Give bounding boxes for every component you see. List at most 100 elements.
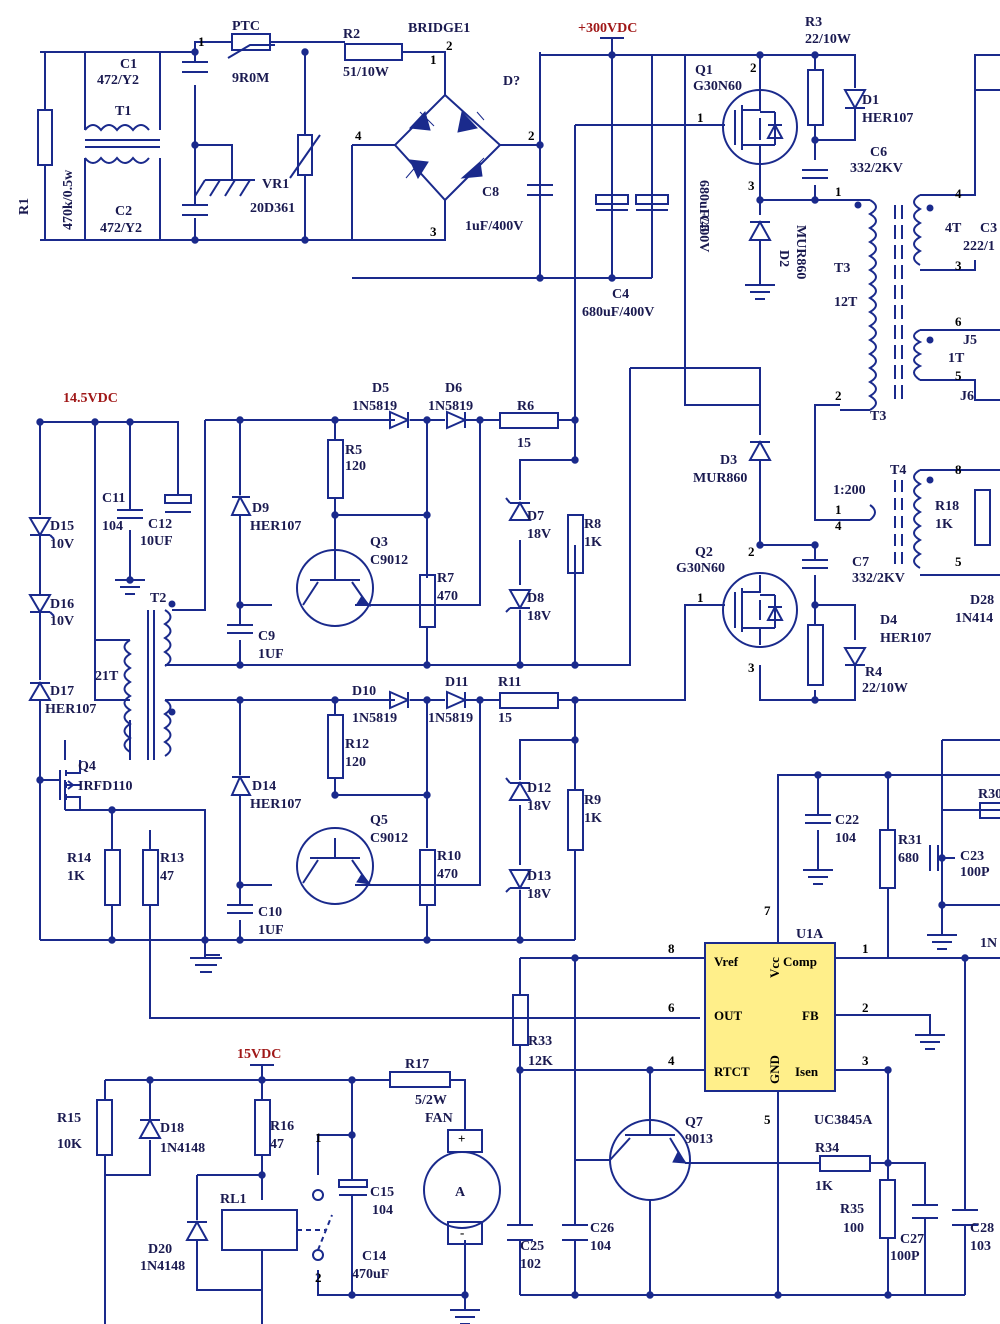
diode-d11 [446, 690, 468, 710]
label-d4: D4 [880, 613, 897, 628]
value-c11: 104 [102, 519, 123, 534]
value-r13: 47 [160, 869, 174, 884]
junctions [36, 48, 969, 1299]
label-c1: C1 [120, 57, 137, 72]
label-j5: J5 [963, 333, 977, 348]
value-c12: 10UF [140, 534, 173, 549]
zener-d12 [505, 777, 532, 801]
value-d9: HER107 [250, 519, 301, 534]
resistor-r6 [499, 412, 559, 429]
resistor-r16 [254, 1099, 271, 1156]
pin-num: 1 [835, 502, 842, 517]
resistor-r31 [879, 829, 896, 889]
label-d18: D18 [160, 1121, 184, 1136]
diode-d17 [28, 681, 52, 701]
pin-num: 3 [748, 660, 755, 675]
pin-num: 4 [835, 518, 842, 533]
pin-isen: Isen [795, 1064, 819, 1079]
pin-num: 2 [528, 128, 535, 143]
pin-num: 1 [198, 34, 205, 49]
value-r1: 470k/0.5w [61, 169, 76, 230]
transistor-q7 [575, 1119, 691, 1201]
turns-t2: 21T [95, 669, 119, 684]
capacitor-c4 [595, 194, 629, 211]
value-c7: 332/2KV [852, 571, 905, 586]
resistor-r4 [807, 624, 824, 686]
label-d20: D20 [148, 1242, 172, 1257]
resistor-r13 [142, 849, 159, 906]
pin-vref: Vref [714, 954, 739, 969]
value-r10: 470 [437, 867, 458, 882]
value-ptc: 9R0M [232, 71, 269, 86]
zener-d7 [505, 497, 532, 521]
value-d6: 1N5819 [428, 399, 473, 414]
ground-c11 [115, 579, 145, 595]
capacitor-c28 [952, 1209, 978, 1226]
label-d2: D2 [776, 250, 791, 267]
value-r17: 5/2W [415, 1093, 447, 1108]
label-c4: C4 [612, 287, 629, 302]
value-r16: 47 [270, 1137, 284, 1152]
capacitor-c25 [507, 1224, 533, 1241]
diode-d5 [389, 410, 411, 430]
resistor-r34 [819, 1155, 871, 1172]
pin-num: 1 [835, 184, 842, 199]
label-c15: C15 [370, 1185, 394, 1200]
zener-d15 [28, 517, 55, 540]
value-q1: G30N60 [693, 79, 742, 94]
label-r16: R16 [270, 1119, 294, 1134]
ground-c22 [803, 869, 833, 885]
pin-num: 6 [668, 1000, 675, 1015]
pin-num: 2 [315, 1270, 322, 1285]
mosfet-q4 [45, 760, 81, 810]
igbt-q2 [722, 572, 798, 648]
pin-num: 2 [835, 388, 842, 403]
relay-contact [297, 1189, 333, 1261]
value-d20: 1N4148 [140, 1259, 185, 1274]
resistor-r8 [567, 514, 584, 574]
label-r14: R14 [67, 851, 91, 866]
fan-minus: - [460, 1225, 464, 1240]
varistor-vr1-area [194, 144, 255, 197]
label-ptc: PTC [232, 19, 260, 34]
label-d14: D14 [252, 779, 276, 794]
label-c22: C22 [835, 813, 859, 828]
value-q2: G30N60 [676, 561, 725, 576]
pin-num: 5 [764, 1112, 771, 1127]
label-c7: C7 [852, 555, 869, 570]
label-c12: C12 [148, 517, 172, 532]
diode-d6 [446, 410, 468, 430]
resistor-r2 [344, 43, 403, 61]
diode-d4 [843, 647, 867, 667]
resistor-r33 [512, 994, 529, 1046]
label-r4: R4 [865, 665, 882, 680]
zener-d13 [505, 869, 532, 893]
pin-num: 2 [750, 60, 757, 75]
label-c5: C5 [696, 215, 711, 232]
pin-rtct: RTCT [714, 1064, 750, 1079]
label-vr1: VR1 [262, 177, 289, 192]
value-q7: 9013 [685, 1132, 713, 1147]
pin-num: 8 [955, 462, 962, 477]
label-r12: R12 [345, 737, 369, 752]
label-r1: R1 [17, 198, 32, 215]
diode-d2 [748, 219, 772, 241]
diode-d18 [138, 1117, 162, 1139]
pin-num: 8 [668, 941, 675, 956]
value-d2: MUR860 [793, 225, 808, 279]
value-q3: C9012 [370, 553, 408, 568]
pin-num: 3 [748, 178, 755, 193]
value-c1: 472/Y2 [97, 73, 139, 88]
capacitor-c-x1 [182, 61, 208, 73]
value-c25: 102 [520, 1257, 541, 1272]
igbt-q1 [722, 89, 798, 165]
value-vr1: 20D361 [250, 201, 295, 216]
pin-num: 5 [955, 554, 962, 569]
pin-comp: Comp [783, 954, 817, 969]
value-r12: 120 [345, 755, 366, 770]
pin-num: 3 [430, 224, 437, 239]
label-c27: C27 [900, 1232, 924, 1247]
pin-num: 5 [955, 368, 962, 383]
transformer-t3 [840, 194, 934, 411]
transistor-q3 [296, 549, 374, 627]
